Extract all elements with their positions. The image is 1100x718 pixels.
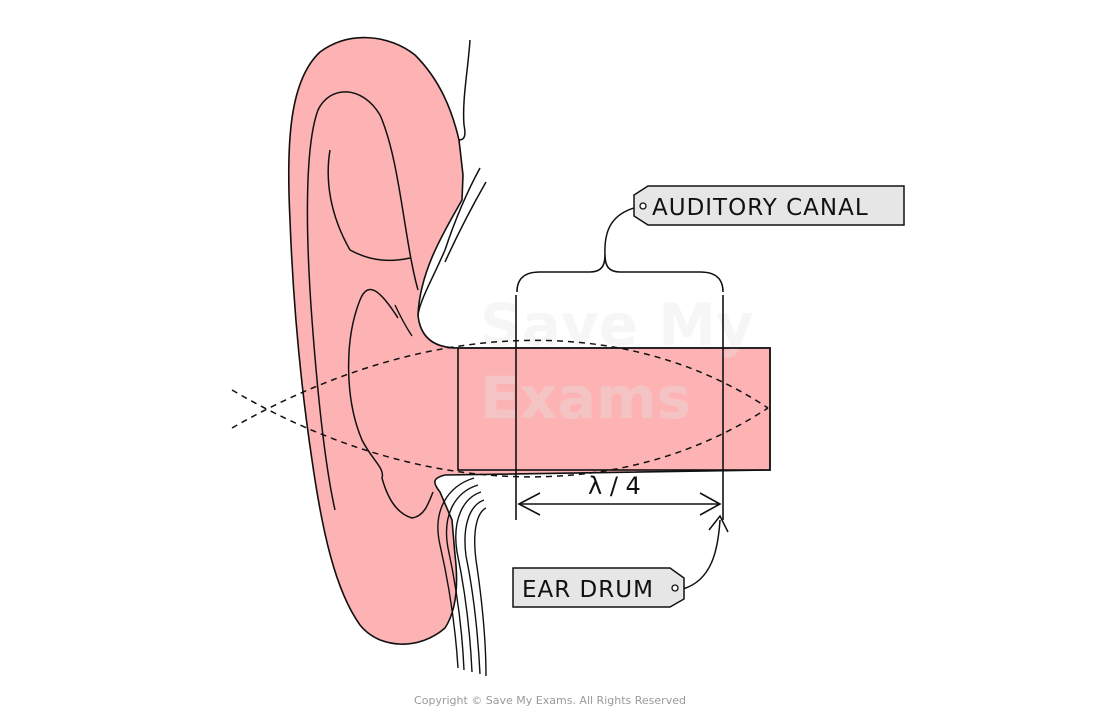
standing-wave-upper	[231, 339, 769, 429]
auditory-canal-label: AUDITORY CANAL	[652, 195, 869, 221]
face-line-upper	[458, 39, 471, 141]
concha	[347, 288, 434, 519]
helix-inner	[306, 91, 419, 511]
wavelength-arrow-right	[699, 492, 722, 516]
antitragus	[394, 304, 413, 337]
auditory-canal-tag: AUDITORY CANAL	[633, 185, 905, 226]
ear-drum-pointer-head	[708, 514, 729, 533]
antihelix	[327, 149, 411, 262]
wavelength-arrow-left	[517, 492, 541, 516]
face-line-mid-2	[444, 181, 487, 263]
pinna	[287, 36, 771, 645]
neck-lines	[437, 477, 487, 677]
ear-drum-tag: EAR DRUM	[512, 567, 685, 608]
wavelength-label: λ / 4	[588, 472, 641, 500]
canal-brace	[516, 254, 724, 293]
standing-wave-lower	[231, 389, 769, 478]
ear-drum-label: EAR DRUM	[522, 577, 654, 603]
face-line-mid	[417, 167, 481, 316]
watermark-line-2: Exams	[480, 364, 691, 432]
copyright-notice: Copyright © Save My Exams. All Rights Re…	[414, 694, 686, 707]
ear-drum-pointer	[682, 519, 721, 590]
